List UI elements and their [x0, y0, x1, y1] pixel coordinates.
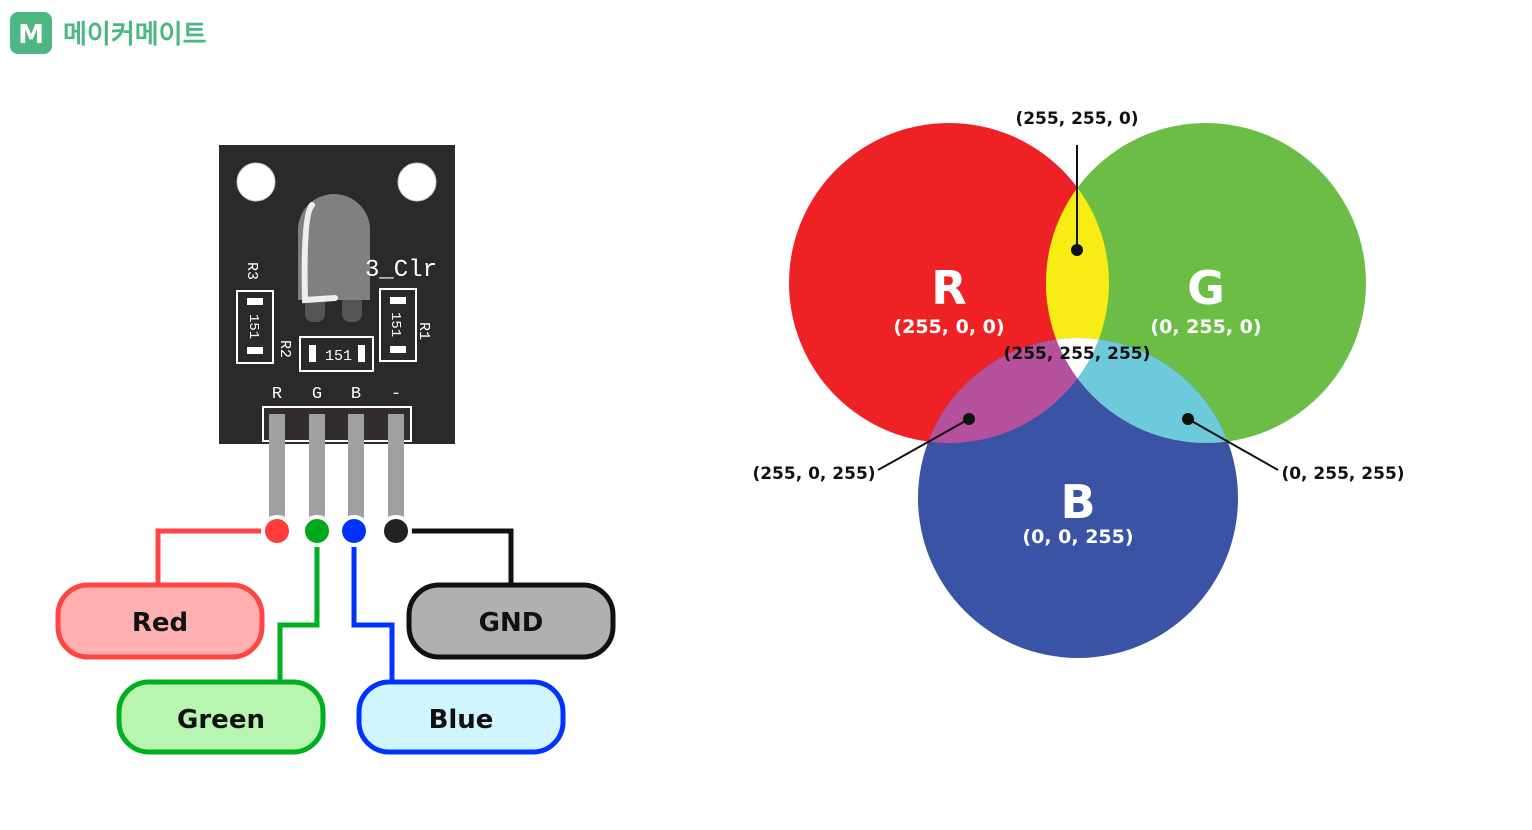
svg-text:Blue: Blue	[429, 705, 494, 735]
resistor-r3-name: R3	[243, 262, 260, 280]
red-value: (255, 0, 0)	[893, 316, 1004, 338]
wire-gnd	[410, 528, 514, 585]
resistor-r1-name: R1	[415, 322, 432, 340]
cyan-pointer-dot	[1182, 413, 1194, 425]
pin-dot-green	[301, 515, 333, 547]
resistor-r3	[236, 290, 274, 364]
logo-mark: M	[18, 20, 44, 50]
resistor-r1	[379, 288, 417, 362]
pin-dot-gnd	[380, 515, 412, 547]
pin-dot-blue	[338, 515, 370, 547]
overlap-cyan	[1046, 338, 1238, 443]
label-blue: Blue	[356, 679, 566, 755]
pin-label-gnd: -	[391, 385, 401, 404]
pins	[269, 414, 404, 520]
green-letter: G	[1187, 261, 1225, 315]
label-red: Red	[55, 582, 265, 660]
logo: M 메이커메이트	[10, 12, 207, 54]
label-gnd: GND	[406, 582, 616, 660]
svg-text:GND: GND	[479, 608, 544, 638]
mount-hole-left	[236, 162, 276, 202]
resistor-r2-name: R2	[276, 340, 293, 358]
resistor-r2-value: 151	[325, 348, 352, 365]
resistor-r1-value: 151	[387, 312, 403, 337]
svg-text:Red: Red	[132, 608, 188, 638]
mount-hole-right	[397, 162, 437, 202]
magenta-value: (255, 0, 255)	[752, 464, 875, 484]
pin-label-b: B	[351, 385, 361, 404]
logo-text: 메이커메이트	[63, 20, 207, 50]
cyan-value: (0, 255, 255)	[1281, 464, 1404, 484]
green-value: (0, 255, 0)	[1150, 316, 1261, 338]
magenta-pointer-dot	[963, 413, 975, 425]
label-green: Green	[116, 679, 326, 755]
pin-label-g: G	[312, 385, 322, 404]
yellow-pointer-dot	[1071, 244, 1083, 256]
overlap-magenta	[918, 338, 1109, 443]
red-letter: R	[931, 261, 966, 315]
yellow-value: (255, 255, 0)	[1015, 109, 1138, 129]
pin-dots	[261, 515, 412, 547]
wire-blue	[351, 545, 395, 682]
pin-header	[262, 406, 412, 442]
rgb-led-module: 3_Clr 151 R3 151 R2 151 R1 R G B -	[219, 145, 455, 520]
led-label: 3_Clr	[365, 257, 437, 284]
wires	[155, 528, 514, 682]
wire-red	[155, 528, 262, 585]
blue-value: (0, 0, 255)	[1022, 526, 1133, 548]
led	[298, 194, 370, 322]
wire-green	[277, 545, 320, 682]
resistor-r3-value: 151	[245, 314, 261, 339]
white-value: (255, 255, 255)	[1004, 344, 1151, 364]
pin-dot-red	[261, 515, 293, 547]
rgb-venn: R (255, 0, 0) G (0, 255, 0) B (0, 0, 255…	[752, 109, 1405, 658]
blue-letter: B	[1060, 475, 1095, 529]
logo-icon	[10, 12, 52, 54]
svg-text:Green: Green	[177, 705, 265, 735]
pin-label-r: R	[272, 385, 282, 404]
resistor-r2	[299, 336, 374, 372]
